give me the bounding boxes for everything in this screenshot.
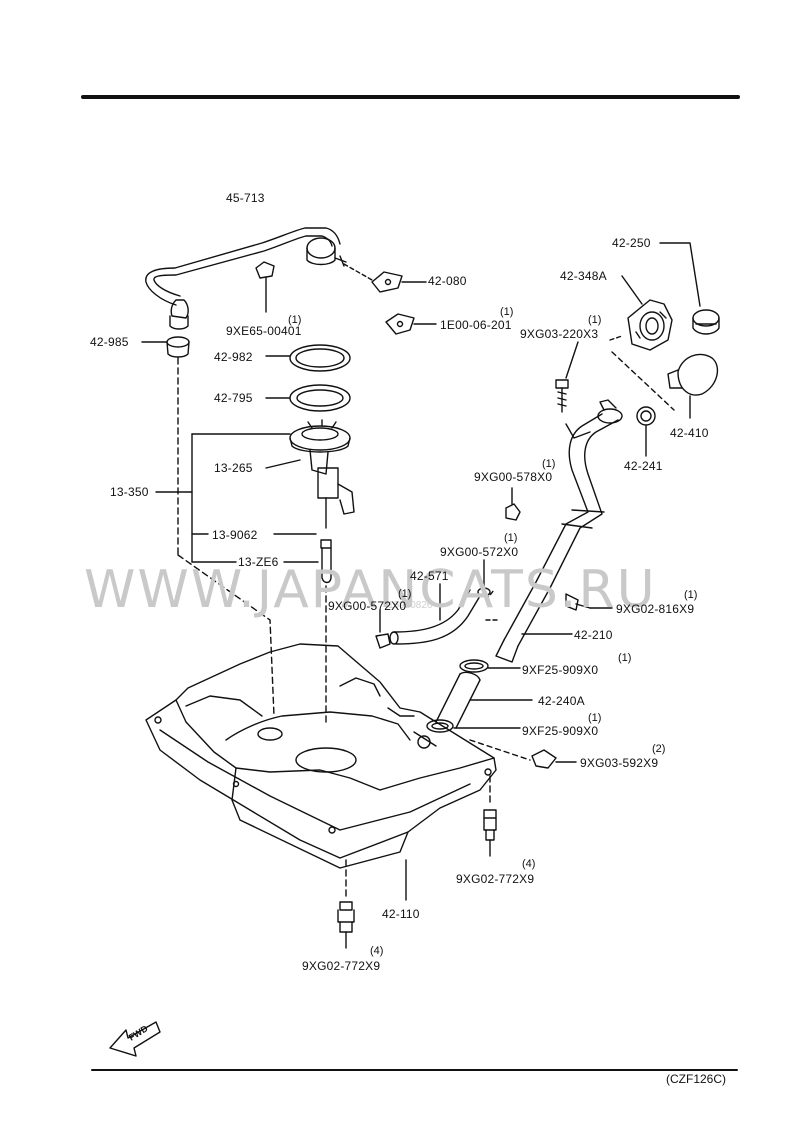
- bolt-9xg03-220x3: [555, 341, 579, 413]
- label-1e00-06-201: 1E00-06-201: [440, 318, 512, 332]
- label-13-ze6: 13-ZE6: [238, 555, 279, 569]
- qty-9xg02-816x9: (1): [684, 589, 698, 601]
- retainer-ring-42-795: [265, 384, 351, 412]
- label-9xe65-00401: 9XE65-00401: [226, 324, 302, 338]
- qty-9xg02-772x9-right: (4): [522, 858, 536, 870]
- fuel-cap-42-250: [659, 242, 720, 335]
- hose-42-240a: [435, 671, 533, 729]
- bolt-9xg02-772x9-bottom: [337, 901, 355, 949]
- label-13-350: 13-350: [110, 485, 149, 499]
- label-9xg03-592x9: 9XG03-592X9: [580, 756, 659, 770]
- label-42-571: 42-571: [410, 569, 449, 583]
- watermark: WWW.JAPANCATS.RU: [84, 560, 657, 620]
- qty-9xg00-572x0-upper: (1): [504, 532, 518, 544]
- label-42-795: 42-795: [214, 391, 253, 405]
- sender-13-ze6: [320, 539, 332, 725]
- label-9xg00-572x0-lower: 9XG00-572X0: [328, 599, 407, 613]
- label-45-713: 45-713: [226, 191, 265, 205]
- filler-neck-42-210: [485, 399, 623, 663]
- label-42-982: 42-982: [214, 350, 253, 364]
- label-13-265: 13-265: [214, 461, 253, 475]
- seal-ring-42-241: [636, 406, 656, 457]
- label-42-410: 42-410: [670, 426, 709, 440]
- label-9xf25-909x0-lower: 9XF25-909X0: [522, 724, 599, 738]
- qty-9xg02-772x9-bottom: (4): [370, 945, 384, 957]
- label-42-985: 42-985: [90, 335, 129, 349]
- fuel-pump-13-265: [265, 419, 355, 529]
- gasket-42-982: [265, 344, 351, 372]
- hose-clamp-9xf25-upper: [459, 659, 521, 673]
- bolt-9xg02-816x9: [565, 593, 613, 611]
- label-42-250: 42-250: [612, 236, 651, 250]
- label-42-080: 42-080: [428, 274, 467, 288]
- fwd-arrow-icon: [109, 1021, 161, 1057]
- clip-9xg00-572x0-lower: [375, 609, 391, 649]
- clip-9xe65: [255, 261, 275, 313]
- label-9xg02-816x9: 9XG02-816X9: [616, 602, 695, 616]
- label-9xg02-772x9-bottom: 9XG02-772X9: [302, 959, 381, 973]
- bolt-9xg02-772x9-right: [483, 809, 497, 857]
- label-42-240a: 42-240A: [538, 694, 585, 708]
- qty-9xg00-578x0: (1): [542, 458, 556, 470]
- qty-9xf25-upper: (1): [618, 652, 632, 664]
- label-42-210: 42-210: [574, 628, 613, 642]
- label-42-110: 42-110: [382, 907, 420, 921]
- qty-9xf25-lower: (1): [588, 712, 602, 724]
- qty-1e00: (1): [500, 306, 514, 318]
- fuel-tank-42-110: [145, 643, 497, 901]
- plate-1e00-06-201: [385, 313, 437, 335]
- diagram-reference-code: (CZF126C): [666, 1072, 727, 1086]
- label-9xg02-772x9-right: 9XG02-772X9: [456, 872, 535, 886]
- fuel-lid-42-410: [611, 351, 719, 419]
- nut-9xg03-592x9: [469, 739, 577, 769]
- label-9xg00-578x0: 9XG00-578X0: [474, 470, 553, 484]
- clip-9xg00-572x0-upper: [477, 559, 491, 597]
- qty-9xg03-592x9: (2): [652, 743, 666, 755]
- watermark-small: 16920826: [388, 600, 433, 611]
- label-13-9062: 13-9062: [212, 528, 258, 542]
- label-9xg03-220x3: 9XG03-220X3: [520, 327, 599, 341]
- label-9xg00-572x0-upper: 9XG00-572X0: [440, 545, 519, 559]
- filler-housing-42-348a: [609, 275, 673, 351]
- clip-9xg00-578x0: [505, 487, 521, 521]
- bracket-13-350: [155, 433, 319, 563]
- hose-clamp-9xf25-lower: [426, 719, 521, 733]
- label-42-348a: 42-348A: [560, 269, 607, 283]
- qty-9xe65: (1): [288, 314, 302, 326]
- qty-9xg03-220x3: (1): [588, 314, 602, 326]
- vent-pipe-45-713: [145, 227, 347, 330]
- grommet-42-985: [141, 336, 190, 556]
- qty-9xg00-572x0-lower: (1): [398, 588, 412, 600]
- label-42-241: 42-241: [624, 459, 663, 473]
- breather-hose-42-571: [389, 583, 481, 645]
- bracket-42-080: [343, 263, 427, 293]
- label-9xf25-909x0-upper: 9XF25-909X0: [522, 663, 599, 677]
